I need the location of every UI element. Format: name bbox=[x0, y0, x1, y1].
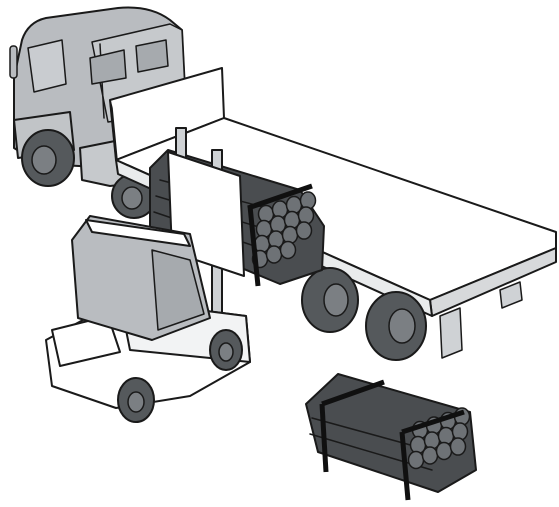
forklift bbox=[45, 127, 251, 423]
flatbed-rail-2 bbox=[499, 281, 523, 309]
pipe-end bbox=[299, 191, 317, 210]
ground-pipe-ends bbox=[407, 407, 471, 470]
flatbed-rear-wheel-2 bbox=[365, 291, 427, 361]
loaded-strap-2 bbox=[247, 183, 313, 211]
truck-cab-window-2 bbox=[135, 39, 169, 73]
truck-mirror bbox=[9, 45, 18, 79]
forklift-cab-roof bbox=[85, 219, 191, 247]
forklift-cab-window bbox=[151, 249, 205, 331]
pipe-end bbox=[449, 437, 467, 456]
pipe-end bbox=[295, 221, 313, 240]
ground-strap-4 bbox=[401, 409, 465, 435]
forklift-rear-wheel bbox=[117, 377, 155, 423]
flatbed-rear-wheel-1 bbox=[301, 267, 359, 333]
forklift-front-wheel bbox=[209, 329, 243, 371]
loaded-strap-1 bbox=[247, 205, 261, 287]
pipe-end bbox=[407, 450, 425, 470]
truck-windshield bbox=[27, 39, 67, 93]
pipe-end bbox=[435, 441, 453, 461]
ground-strap-3 bbox=[399, 431, 411, 501]
pipe-end bbox=[421, 446, 439, 465]
ground-strap-1 bbox=[319, 403, 329, 473]
pipe-end bbox=[265, 245, 283, 264]
truck-cab-window-1 bbox=[89, 49, 127, 85]
truck-front-wheel bbox=[21, 129, 75, 187]
pipe-end bbox=[279, 240, 297, 260]
pipe-bundle-on-ground bbox=[305, 373, 477, 501]
flatbed-rail bbox=[439, 307, 463, 359]
pipe-end bbox=[281, 225, 299, 245]
loaded-pipe-ends bbox=[251, 191, 317, 269]
pipe-end bbox=[297, 206, 315, 225]
ground-strap-2 bbox=[321, 379, 385, 407]
pipe-end bbox=[451, 422, 469, 441]
